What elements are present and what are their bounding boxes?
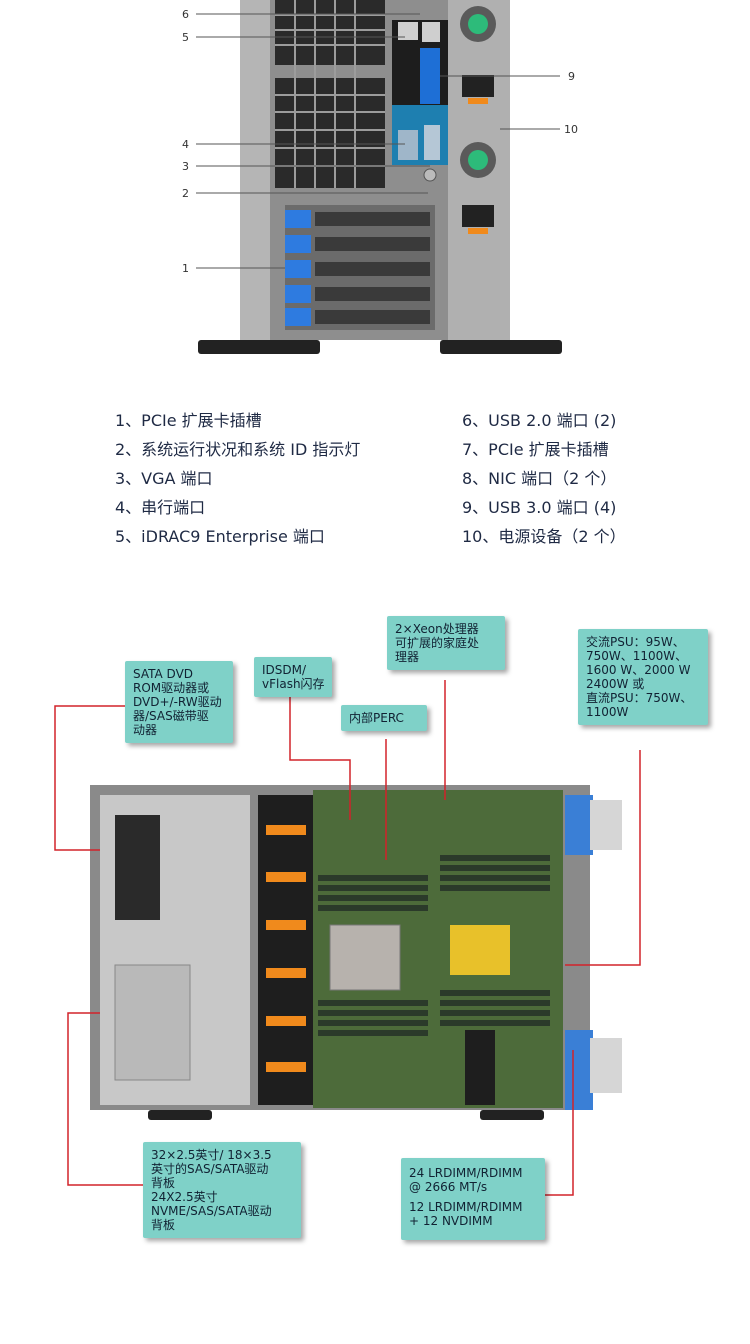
legend-item: 1、PCIe 扩展卡插槽: [115, 411, 262, 430]
legend-item: 6、USB 2.0 端口 (2): [462, 411, 617, 430]
psu-1-inlet: [462, 75, 494, 97]
foot-right: [440, 340, 562, 354]
legend-left: 1、PCIe 扩展卡插槽 2、系统运行状况和系统 ID 指示灯 3、VGA 端口…: [115, 406, 360, 551]
usb-3-ports: [420, 48, 440, 104]
box-perc: 内部PERC: [341, 705, 427, 731]
box-sata-dvd: SATA DVD ROM驱动器或 DVD+/-RW驱动 器/SAS磁带驱 动器: [125, 661, 233, 743]
usb-2-ports: [422, 22, 440, 42]
psu-1-handle: [565, 795, 593, 855]
legend-item: 9、USB 3.0 端口 (4): [462, 498, 617, 517]
rear-view-diagram: 6 5 4 3 2 1 9 10: [182, 0, 578, 354]
psu-2: [590, 1038, 622, 1093]
callout-1: 1: [182, 262, 189, 275]
box-drives: 32×2.5英寸/ 18×3.5 英寸的SAS/SATA驱动 背板 24X2.5…: [143, 1142, 301, 1238]
callout-10: 10: [564, 123, 578, 136]
box-psu: 交流PSU：95W、 750W、1100W、 1600 W、2000 W 240…: [578, 629, 708, 725]
leader-lines: [54, 680, 641, 1196]
cpu-heatsink: [329, 924, 401, 991]
fan-grille-middle: [275, 78, 385, 188]
legend-item: 2、系统运行状况和系统 ID 指示灯: [115, 440, 361, 459]
box-idsdm: IDSDM/ vFlash闪存: [254, 657, 332, 697]
vga-port: [424, 125, 440, 160]
psu-2-inlet: [462, 205, 494, 227]
cpu-socket: [450, 925, 510, 975]
callout-9: 9: [568, 70, 575, 83]
callout-6: 6: [182, 8, 189, 21]
system-id-indicator: [423, 168, 437, 182]
serial-port: [398, 130, 418, 160]
foot-left: [198, 340, 320, 354]
optical-bay: [115, 815, 160, 920]
legend-item: 10、电源设备（2 个）: [462, 527, 626, 546]
box-xeon: 2×Xeon处理器 可扩展的家庭处 理器: [387, 616, 505, 670]
legend-item: 7、PCIe 扩展卡插槽: [462, 440, 609, 459]
psu-1: [590, 800, 622, 850]
legend-item: 5、iDRAC9 Enterprise 端口: [115, 527, 325, 546]
legend-right: 6、USB 2.0 端口 (2) 7、PCIe 扩展卡插槽 8、NIC 端口（2…: [462, 406, 626, 551]
legend-item: 4、串行端口: [115, 498, 206, 517]
callout-5: 5: [182, 31, 189, 44]
pcie-riser: [465, 1030, 495, 1105]
fan-grille-top: [275, 0, 385, 65]
callout-3: 3: [182, 160, 189, 173]
fan-wall: [258, 795, 313, 1105]
callout-2: 2: [182, 187, 189, 200]
callout-4: 4: [182, 138, 189, 151]
chassis-side-panel: [240, 0, 270, 340]
drive-backplane: [114, 964, 191, 1081]
legend-item: 8、NIC 端口（2 个）: [462, 469, 617, 488]
idrac-port: [398, 22, 418, 40]
psu-2-handle: [565, 1030, 593, 1110]
legend-item: 3、VGA 端口: [115, 469, 213, 488]
box-dimm: 24 LRDIMM/RDIMM @ 2666 MT/s 12 LRDIMM/RD…: [401, 1158, 545, 1240]
